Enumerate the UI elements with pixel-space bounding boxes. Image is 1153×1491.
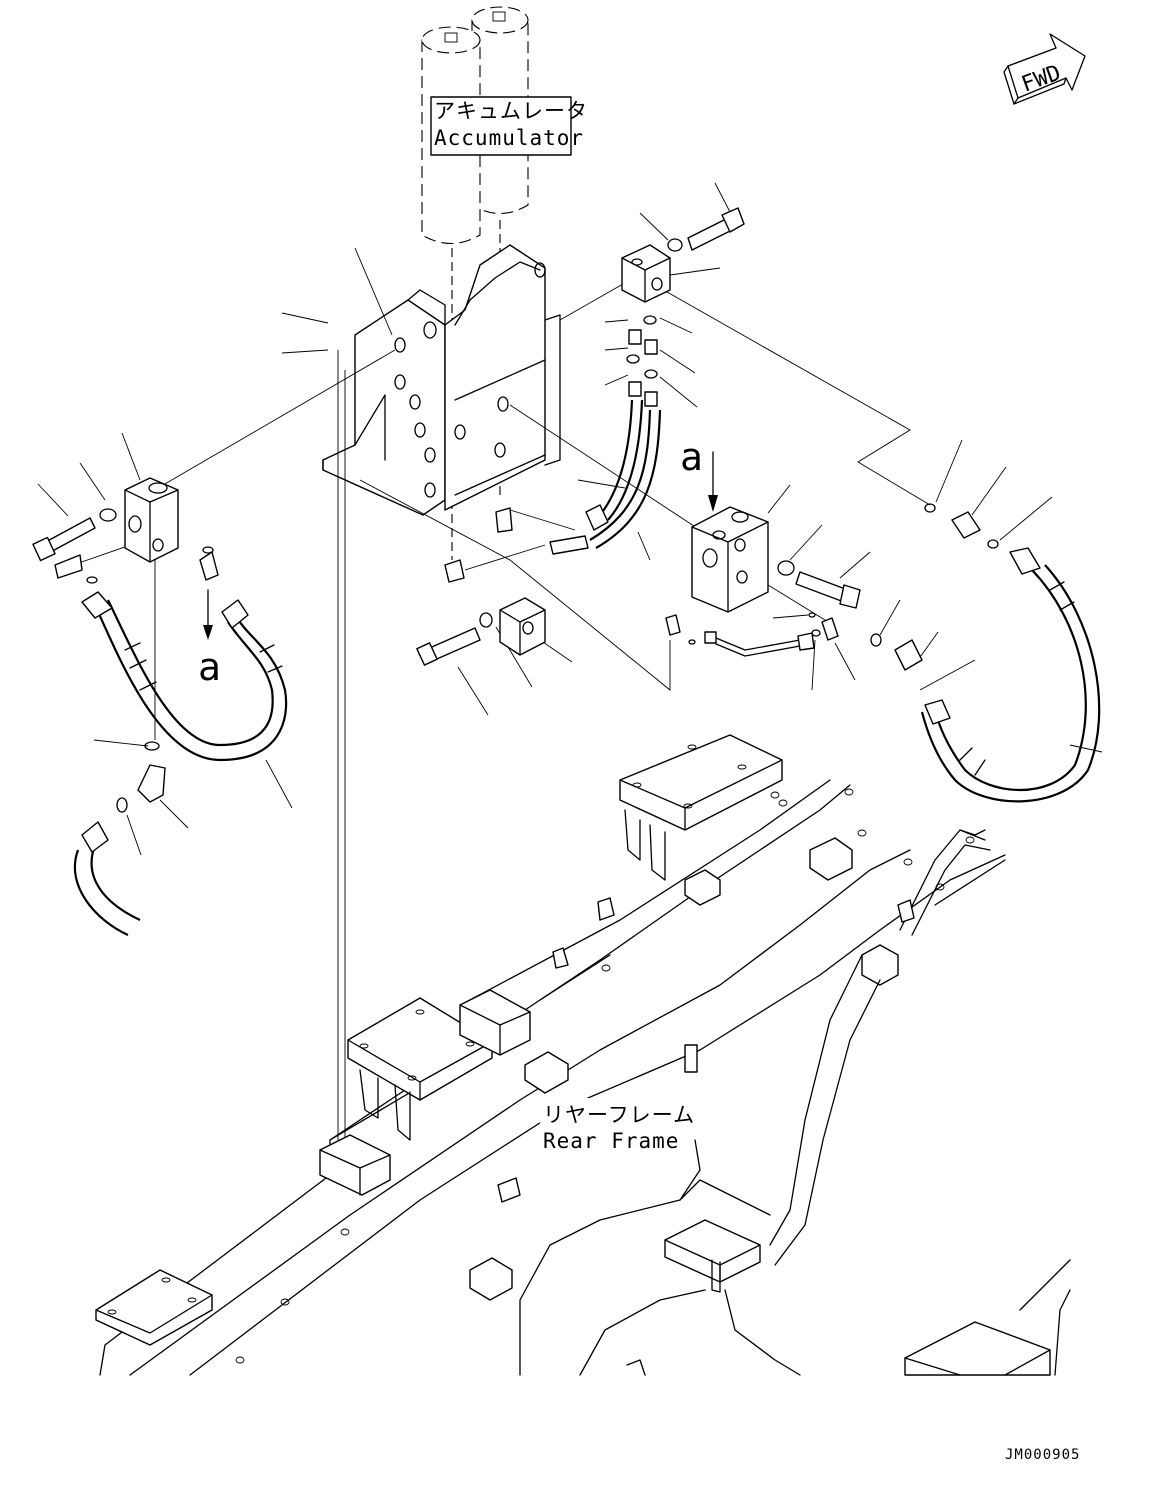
view-a-label-right: a <box>680 435 703 479</box>
left-valve-block <box>32 477 179 584</box>
view-a-label-left: a <box>198 645 221 689</box>
accumulator-bracket <box>322 244 561 516</box>
rear-frame <box>95 734 1071 1376</box>
accumulator-label-jp: アキュムレータ <box>434 99 588 123</box>
view-a-left: a <box>198 589 221 689</box>
tube-fittings <box>665 612 839 657</box>
rear-frame-label-jp: リヤーフレーム <box>543 1103 695 1127</box>
top-right-bolt <box>667 207 745 252</box>
accumulator-label-en: Accumulator <box>434 126 584 150</box>
accumulators: アキュムレータ Accumulator <box>421 6 588 560</box>
drawing-number: JM000905 <box>1005 1447 1080 1463</box>
right-hose <box>920 547 1101 803</box>
right-fittings <box>870 503 999 671</box>
view-a-right: a <box>680 435 718 512</box>
right-valve-block <box>691 506 861 613</box>
rear-frame-label: リヤーフレーム Rear Frame <box>540 1098 695 1158</box>
fwd-arrow-icon: FWD <box>1003 33 1086 105</box>
center-fittings <box>626 315 658 407</box>
connection-lines <box>72 279 931 1140</box>
rear-frame-label-en: Rear Frame <box>543 1129 679 1153</box>
top-right-block <box>621 244 671 303</box>
left-hose <box>81 546 288 762</box>
center-hoses <box>444 399 662 583</box>
left-lower-fittings <box>73 741 166 937</box>
fwd-label: FWD <box>1018 61 1064 98</box>
small-block <box>416 597 546 666</box>
